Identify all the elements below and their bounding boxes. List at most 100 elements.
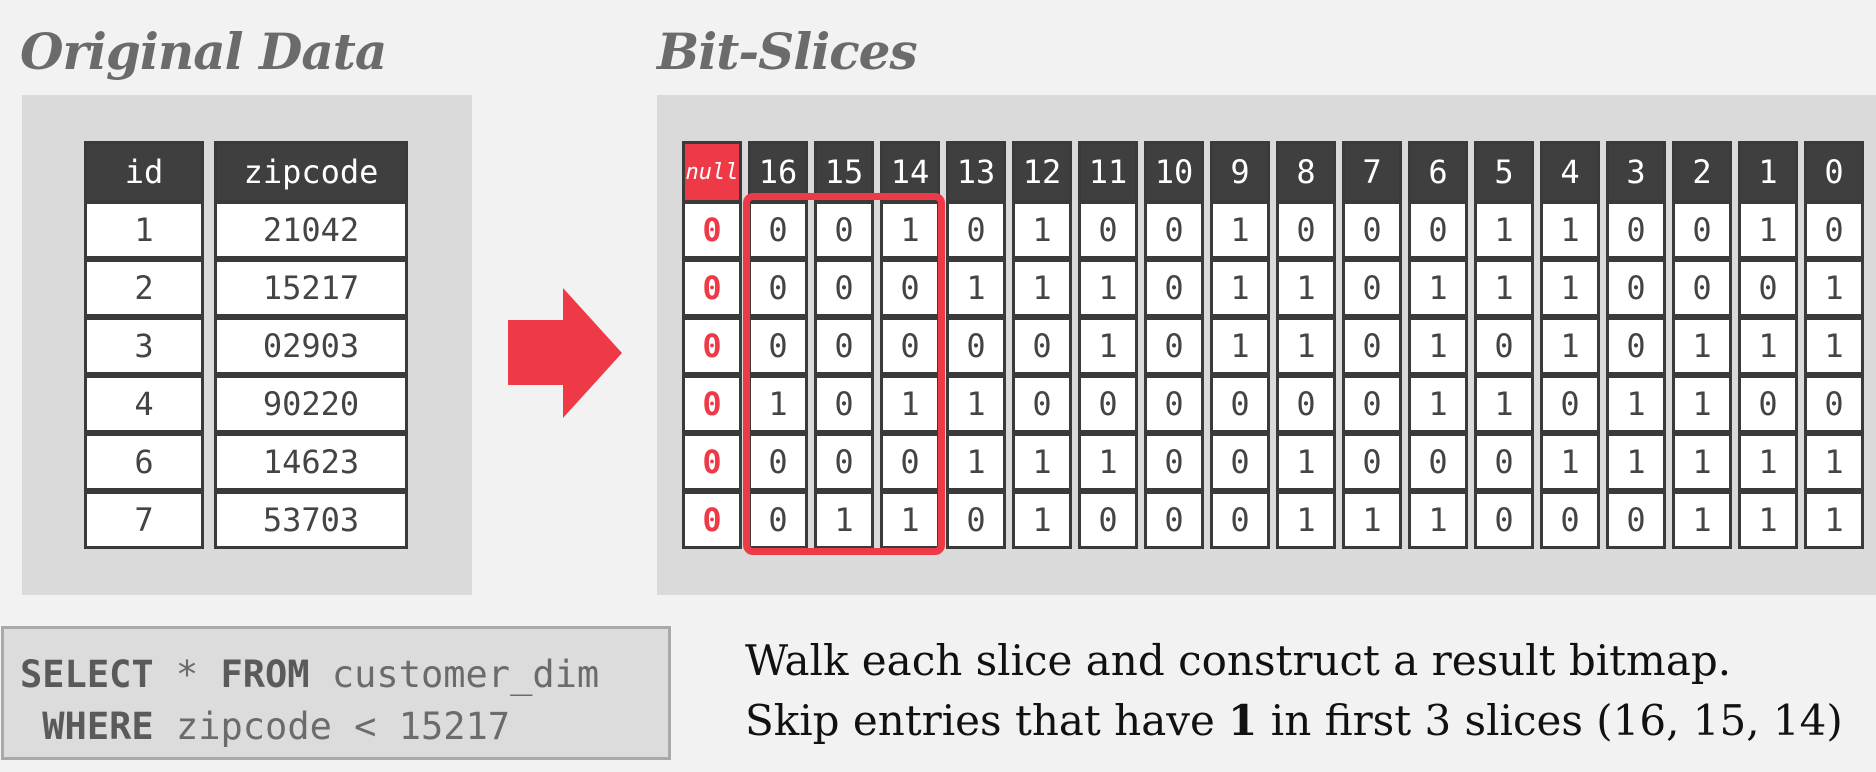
- bit-cell: 0: [814, 259, 874, 317]
- sql-text: zipcode < 15217: [153, 705, 511, 748]
- bit-cell: 0: [748, 317, 808, 375]
- bit-cell: 1: [1672, 433, 1732, 491]
- bit-cell: 1: [1738, 201, 1798, 259]
- slice-header-8: 8: [1276, 141, 1336, 203]
- bit-cell: 1: [1276, 491, 1336, 549]
- bit-cell: 0: [1672, 259, 1732, 317]
- bit-cell: 1: [748, 375, 808, 433]
- bit-cell: 0: [1276, 201, 1336, 259]
- bit-cell: 0: [1606, 491, 1666, 549]
- bit-cell: 1: [1804, 491, 1864, 549]
- bit-cell: 0: [1474, 433, 1534, 491]
- bit-cell: 0: [946, 201, 1006, 259]
- bit-cell: 0: [814, 433, 874, 491]
- sql-keyword-select: SELECT: [20, 653, 154, 696]
- bit-cell: 0: [1474, 491, 1534, 549]
- bit-cell: 1: [1012, 201, 1072, 259]
- slice-header-10: 10: [1144, 141, 1204, 203]
- bit-cell: 0: [1408, 201, 1468, 259]
- slice-header-4: 4: [1540, 141, 1600, 203]
- bit-cell: 0: [880, 259, 940, 317]
- bit-cell: 0: [1606, 317, 1666, 375]
- bit-cell: 0: [814, 317, 874, 375]
- bit-cell: 1: [1540, 259, 1600, 317]
- slice-header-16: 16: [748, 141, 808, 203]
- bit-cell: 0: [1606, 259, 1666, 317]
- bit-cell: 1: [946, 259, 1006, 317]
- bit-cell: 0: [1540, 375, 1600, 433]
- null-bit-cell: 0: [682, 317, 742, 375]
- bit-cell: 1: [1210, 201, 1270, 259]
- bit-cell: 1: [1210, 317, 1270, 375]
- bit-cell: 0: [1078, 201, 1138, 259]
- bit-cell: 0: [748, 491, 808, 549]
- bit-cell: 0: [1210, 491, 1270, 549]
- zipcode-cell: 21042: [214, 201, 408, 259]
- bit-cell: 1: [946, 433, 1006, 491]
- bit-cell: 1: [1606, 433, 1666, 491]
- null-bit-cell: 0: [682, 259, 742, 317]
- bit-cell: 0: [880, 433, 940, 491]
- bit-cell: 0: [748, 259, 808, 317]
- bit-cell: 0: [946, 491, 1006, 549]
- zipcode-cell: 15217: [214, 259, 408, 317]
- bit-cell: 0: [1738, 375, 1798, 433]
- slice-header-0: 0: [1804, 141, 1864, 203]
- bit-cell: 0: [1474, 317, 1534, 375]
- slice-header-12: 12: [1012, 141, 1072, 203]
- bit-cell: 0: [1144, 375, 1204, 433]
- bit-cell: 1: [1012, 259, 1072, 317]
- slice-header-15: 15: [814, 141, 874, 203]
- id-cell: 2: [84, 259, 204, 317]
- right-arrow-icon: [508, 288, 622, 418]
- zipcode-cell: 53703: [214, 491, 408, 549]
- bit-cell: 0: [1540, 491, 1600, 549]
- column-header-zipcode: zipcode: [214, 141, 408, 203]
- slice-header-7: 7: [1342, 141, 1402, 203]
- bit-cell: 1: [1342, 491, 1402, 549]
- bit-cell: 1: [1078, 259, 1138, 317]
- bit-cell: 0: [1012, 317, 1072, 375]
- note-text: Skip entries that have: [745, 696, 1229, 745]
- bit-cell: 1: [1276, 259, 1336, 317]
- id-cell: 7: [84, 491, 204, 549]
- bit-cell: 1: [1672, 317, 1732, 375]
- slice-header-11: 11: [1078, 141, 1138, 203]
- sql-query-box: SELECT * FROM customer_dim WHERE zipcode…: [1, 626, 671, 760]
- bit-cell: 0: [1804, 375, 1864, 433]
- bit-cell: 0: [946, 317, 1006, 375]
- bit-cell: 0: [1738, 259, 1798, 317]
- bit-cell: 0: [1408, 433, 1468, 491]
- bit-cell: 0: [1804, 201, 1864, 259]
- bit-cell: 0: [1078, 375, 1138, 433]
- slice-header-14: 14: [880, 141, 940, 203]
- bit-cell: 1: [1078, 433, 1138, 491]
- null-bit-cell: 0: [682, 375, 742, 433]
- bit-cell: 0: [1342, 433, 1402, 491]
- bit-cell: 1: [1210, 259, 1270, 317]
- bit-cell: 1: [1804, 317, 1864, 375]
- bit-cell: 1: [1408, 259, 1468, 317]
- bit-cell: 1: [814, 491, 874, 549]
- bit-cell: 0: [748, 201, 808, 259]
- bit-cell: 0: [1078, 491, 1138, 549]
- bit-cell: 0: [1210, 433, 1270, 491]
- bit-cell: 1: [1738, 433, 1798, 491]
- bit-cell: 1: [1804, 433, 1864, 491]
- bit-cell: 1: [946, 375, 1006, 433]
- sql-text: customer_dim: [309, 653, 600, 696]
- null-bit-cell: 0: [682, 433, 742, 491]
- bit-cell: 1: [1540, 317, 1600, 375]
- bit-cell: 1: [1804, 259, 1864, 317]
- bit-cell: 1: [1276, 433, 1336, 491]
- bit-slices-heading: Bit-Slices: [657, 22, 918, 81]
- bit-cell: 0: [1210, 375, 1270, 433]
- bit-cell: 1: [1078, 317, 1138, 375]
- bit-cell: 1: [1276, 317, 1336, 375]
- bit-cell: 0: [880, 317, 940, 375]
- slice-header-1: 1: [1738, 141, 1798, 203]
- bit-cell: 1: [1672, 491, 1732, 549]
- slice-header-3: 3: [1606, 141, 1666, 203]
- bit-cell: 1: [880, 201, 940, 259]
